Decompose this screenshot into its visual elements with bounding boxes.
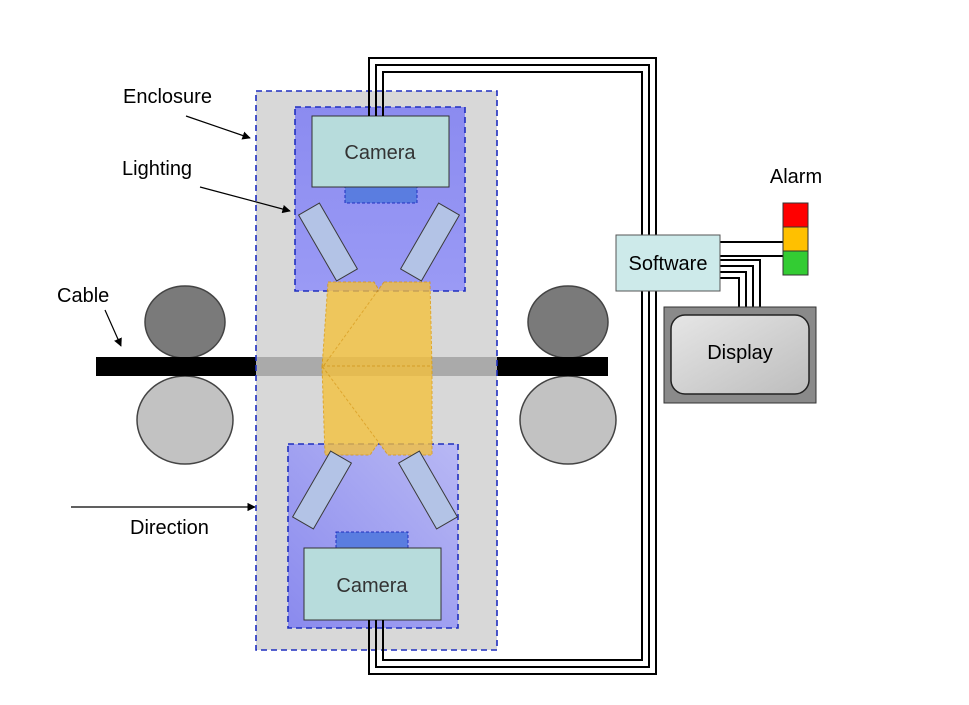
enclosure-label: Enclosure <box>123 86 212 108</box>
camera-bottom-label: Camera <box>336 575 408 597</box>
direction-label: Direction <box>130 517 209 539</box>
lens-top <box>344 186 418 204</box>
alarm-yellow <box>782 226 809 252</box>
camera-bottom <box>303 547 442 621</box>
beam-bottom-right <box>321 365 433 456</box>
light-beams <box>321 281 433 456</box>
roller-left-top <box>144 285 226 359</box>
camera-cables <box>368 57 657 675</box>
light-top-left <box>297 202 359 282</box>
alarm-green <box>782 250 809 276</box>
software-label: Software <box>629 253 708 275</box>
alarm-red <box>782 202 809 228</box>
camera-top-label: Camera <box>344 142 416 164</box>
light-top-right <box>399 202 461 282</box>
cable-arrow <box>104 309 122 347</box>
alarm-wires <box>720 241 783 257</box>
light-bottom-right <box>397 450 459 530</box>
rollers-left <box>136 285 234 465</box>
camera-top <box>311 115 450 188</box>
display-wires <box>720 259 761 307</box>
cable-label: Cable <box>57 285 109 307</box>
software-box <box>615 234 721 292</box>
lighting-label: Lighting <box>122 158 192 180</box>
display-label: Display <box>707 342 773 364</box>
light-bottom-left <box>291 450 353 530</box>
roller-right-bottom <box>519 375 617 465</box>
lens-bottom <box>335 531 409 549</box>
enclosure-arrow <box>185 115 251 140</box>
rollers-right <box>519 285 617 465</box>
alarm-label: Alarm <box>770 166 822 188</box>
display-screen <box>670 314 810 395</box>
lighting-arrow <box>199 186 291 214</box>
roller-left-bottom <box>136 375 234 465</box>
roller-right-top <box>527 285 609 359</box>
alarm-light <box>782 202 809 276</box>
